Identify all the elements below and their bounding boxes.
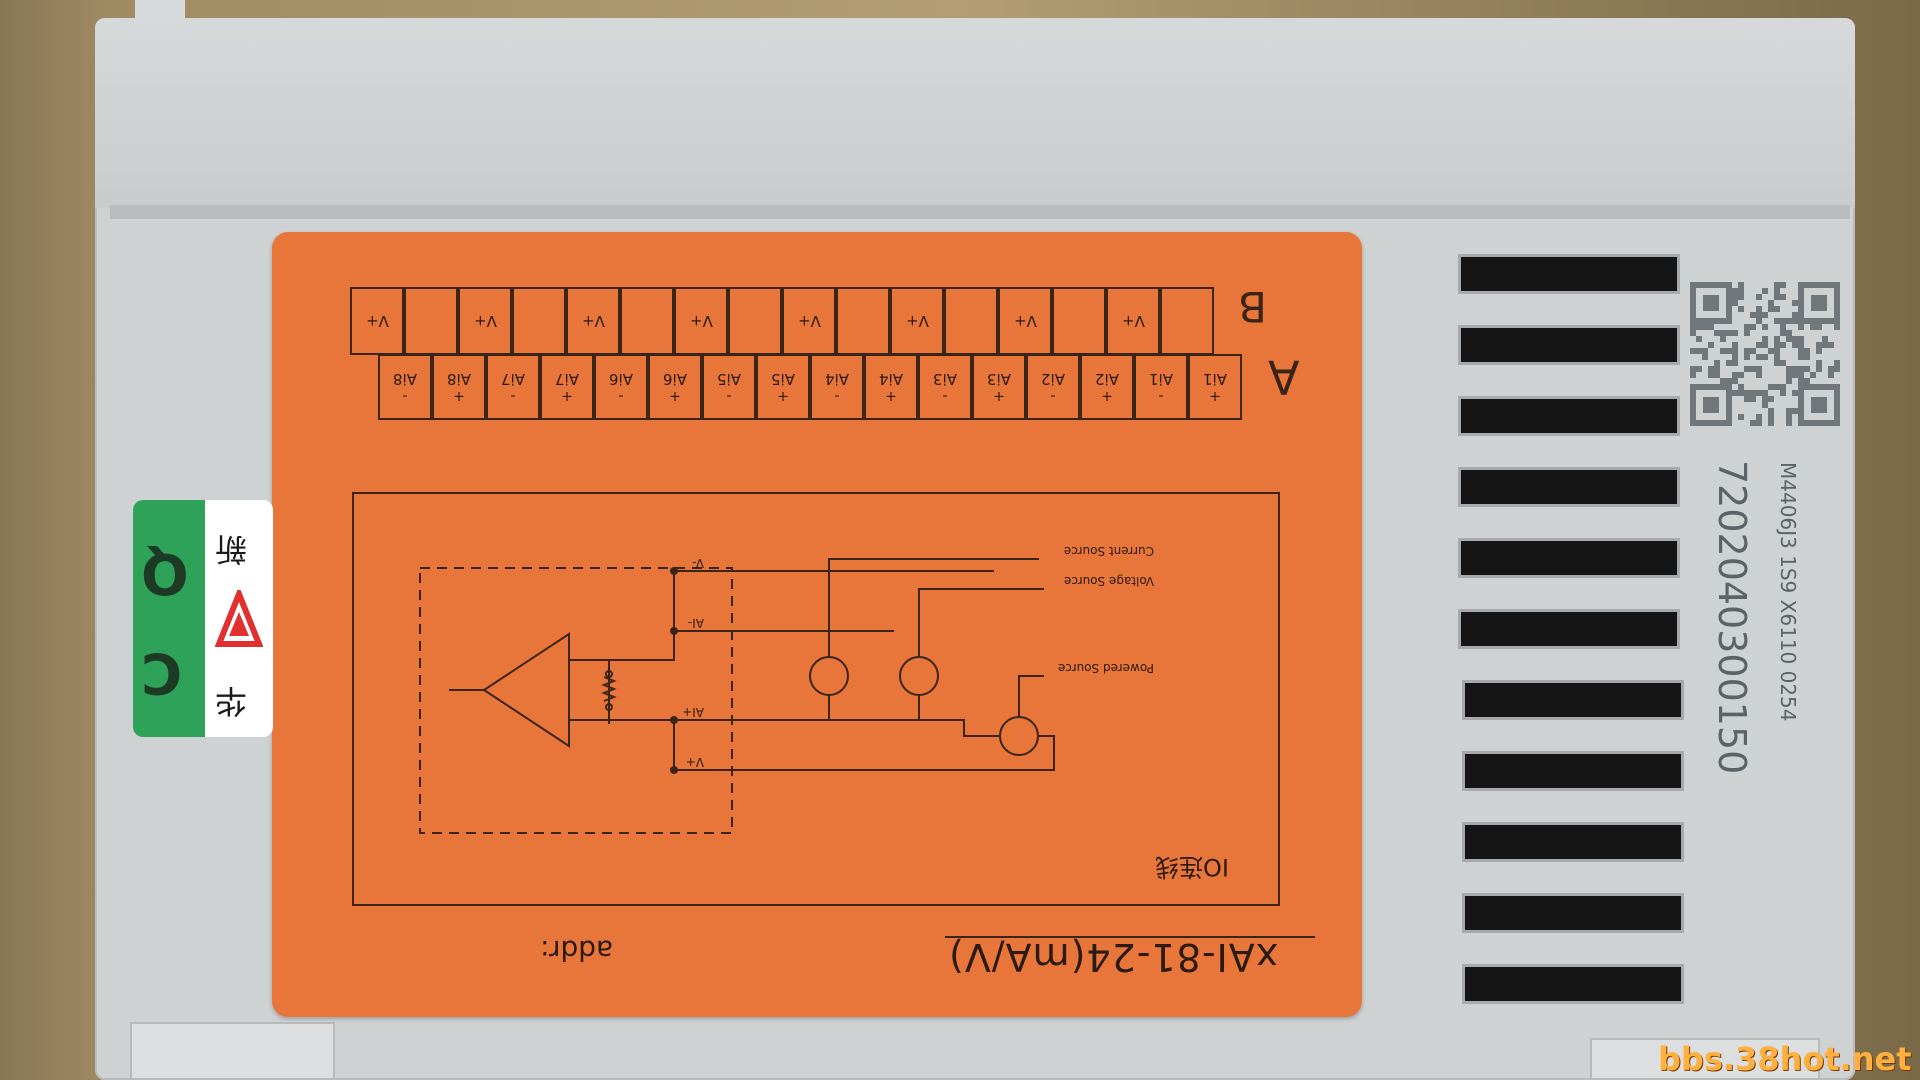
terminal-b-1: V+ [350,287,404,355]
current-source-label: Current Source [1064,544,1154,558]
terminal-a-6: +Ai6 [648,354,702,420]
v-plus-label: V+ [686,755,704,769]
top-tab [135,0,185,22]
v-minus-label: V- [692,556,704,570]
bottom-right-connector [1590,1038,1820,1080]
terminal-a-15: -Ai1 [1134,354,1188,420]
vent-slot [1458,325,1680,365]
resistor-symbol [601,676,617,702]
vent-slot [1462,751,1684,791]
terminal-a-3: -Ai7 [486,354,540,420]
terminal-row-a: -Ai8+Ai8-Ai7+Ai7-Ai6+Ai6-Ai5+Ai5-Ai4+Ai4… [378,354,1248,422]
module-ledge [110,205,1850,219]
terminal-a-8: +Ai5 [756,354,810,420]
wiring-diagram: Current Source Voltage Source Powered So… [352,492,1280,906]
voltage-source-label: Voltage Source [1064,574,1154,588]
terminal-b-14 [1052,287,1106,355]
terminal-a-9: -Ai4 [810,354,864,420]
terminal-row-b: V+ V+ V+ V+ V+ V+ V+ V+ [350,287,1220,355]
module-top-cover [95,18,1855,208]
wiring-diagram-svg: Current Source Voltage Source Powered So… [419,544,1154,834]
bottom-left-connector [130,1022,335,1080]
qc-green-band [133,500,205,737]
vent-slot [1462,893,1684,933]
terminal-a-10: +Ai4 [864,354,918,420]
terminal-b-16 [1160,287,1214,355]
terminal-b-5: V+ [566,287,620,355]
io-wiring-label: IO连线 [1155,853,1229,881]
model-underline [945,936,1315,938]
terminal-a-4: +Ai7 [540,354,594,420]
vent-slot [1462,964,1684,1004]
terminal-a-16: +Ai1 [1188,354,1242,420]
terminal-a-2: +Ai8 [432,354,486,420]
terminal-b-6 [620,287,674,355]
terminal-b-15: V+ [1106,287,1160,355]
terminal-a-13: -Ai2 [1026,354,1080,420]
current-source-symbol [809,656,849,696]
row-a-letter: A [1268,350,1300,404]
qc-sticker: Q C 新 华 [133,500,273,737]
vent-slot [1458,396,1680,436]
module-boundary [419,567,733,834]
amplifier-symbol [482,632,570,748]
voltage-source-symbol [899,656,939,696]
qc-letter-q: Q [141,540,189,605]
terminal-a-5: -Ai6 [594,354,648,420]
terminal-b-10 [836,287,890,355]
terminal-b-11: V+ [890,287,944,355]
terminal-a-14: +Ai2 [1080,354,1134,420]
model-text: xAI-81-24(mA/V) [948,935,1279,979]
terminal-a-11: -Ai3 [918,354,972,420]
powered-source-label: Powered Source [1058,661,1154,675]
terminal-b-4 [512,287,566,355]
terminal-b-2 [404,287,458,355]
terminal-b-12 [944,287,998,355]
terminal-b-8 [728,287,782,355]
vent-slot [1462,822,1684,862]
qc-letter-c: C [141,640,183,705]
qc-bottom-char: 华 [215,682,248,720]
vent-slot [1458,467,1680,507]
terminal-b-3: V+ [458,287,512,355]
ai-plus-label: AI+ [682,705,704,719]
vent-slot [1458,254,1680,294]
serial-number: 7202040300150 [1710,460,1754,775]
terminal-a-7: -Ai5 [702,354,756,420]
powered-source-symbol [999,716,1039,756]
vent-slot [1458,538,1680,578]
watermark: bbs.38hot.net [1658,1040,1912,1078]
terminal-a-12: +Ai3 [972,354,1026,420]
orange-label [272,232,1362,1017]
row-b-letter: B [1238,282,1267,331]
terminal-b-13: V+ [998,287,1052,355]
addr-label: addr: [540,934,614,967]
terminal-b-9: V+ [782,287,836,355]
vent-slot [1458,609,1680,649]
qc-top-char: 新 [215,530,248,568]
qr-code-icon [1690,282,1840,430]
ai-minus-label: AI- [688,616,704,630]
terminal-b-7: V+ [674,287,728,355]
triangle-logo-icon [215,590,263,647]
vent-slot [1462,680,1684,720]
terminal-a-1: -Ai8 [378,354,432,420]
model-code: M4406J3 1S9 X6110 0254 [1776,462,1800,722]
